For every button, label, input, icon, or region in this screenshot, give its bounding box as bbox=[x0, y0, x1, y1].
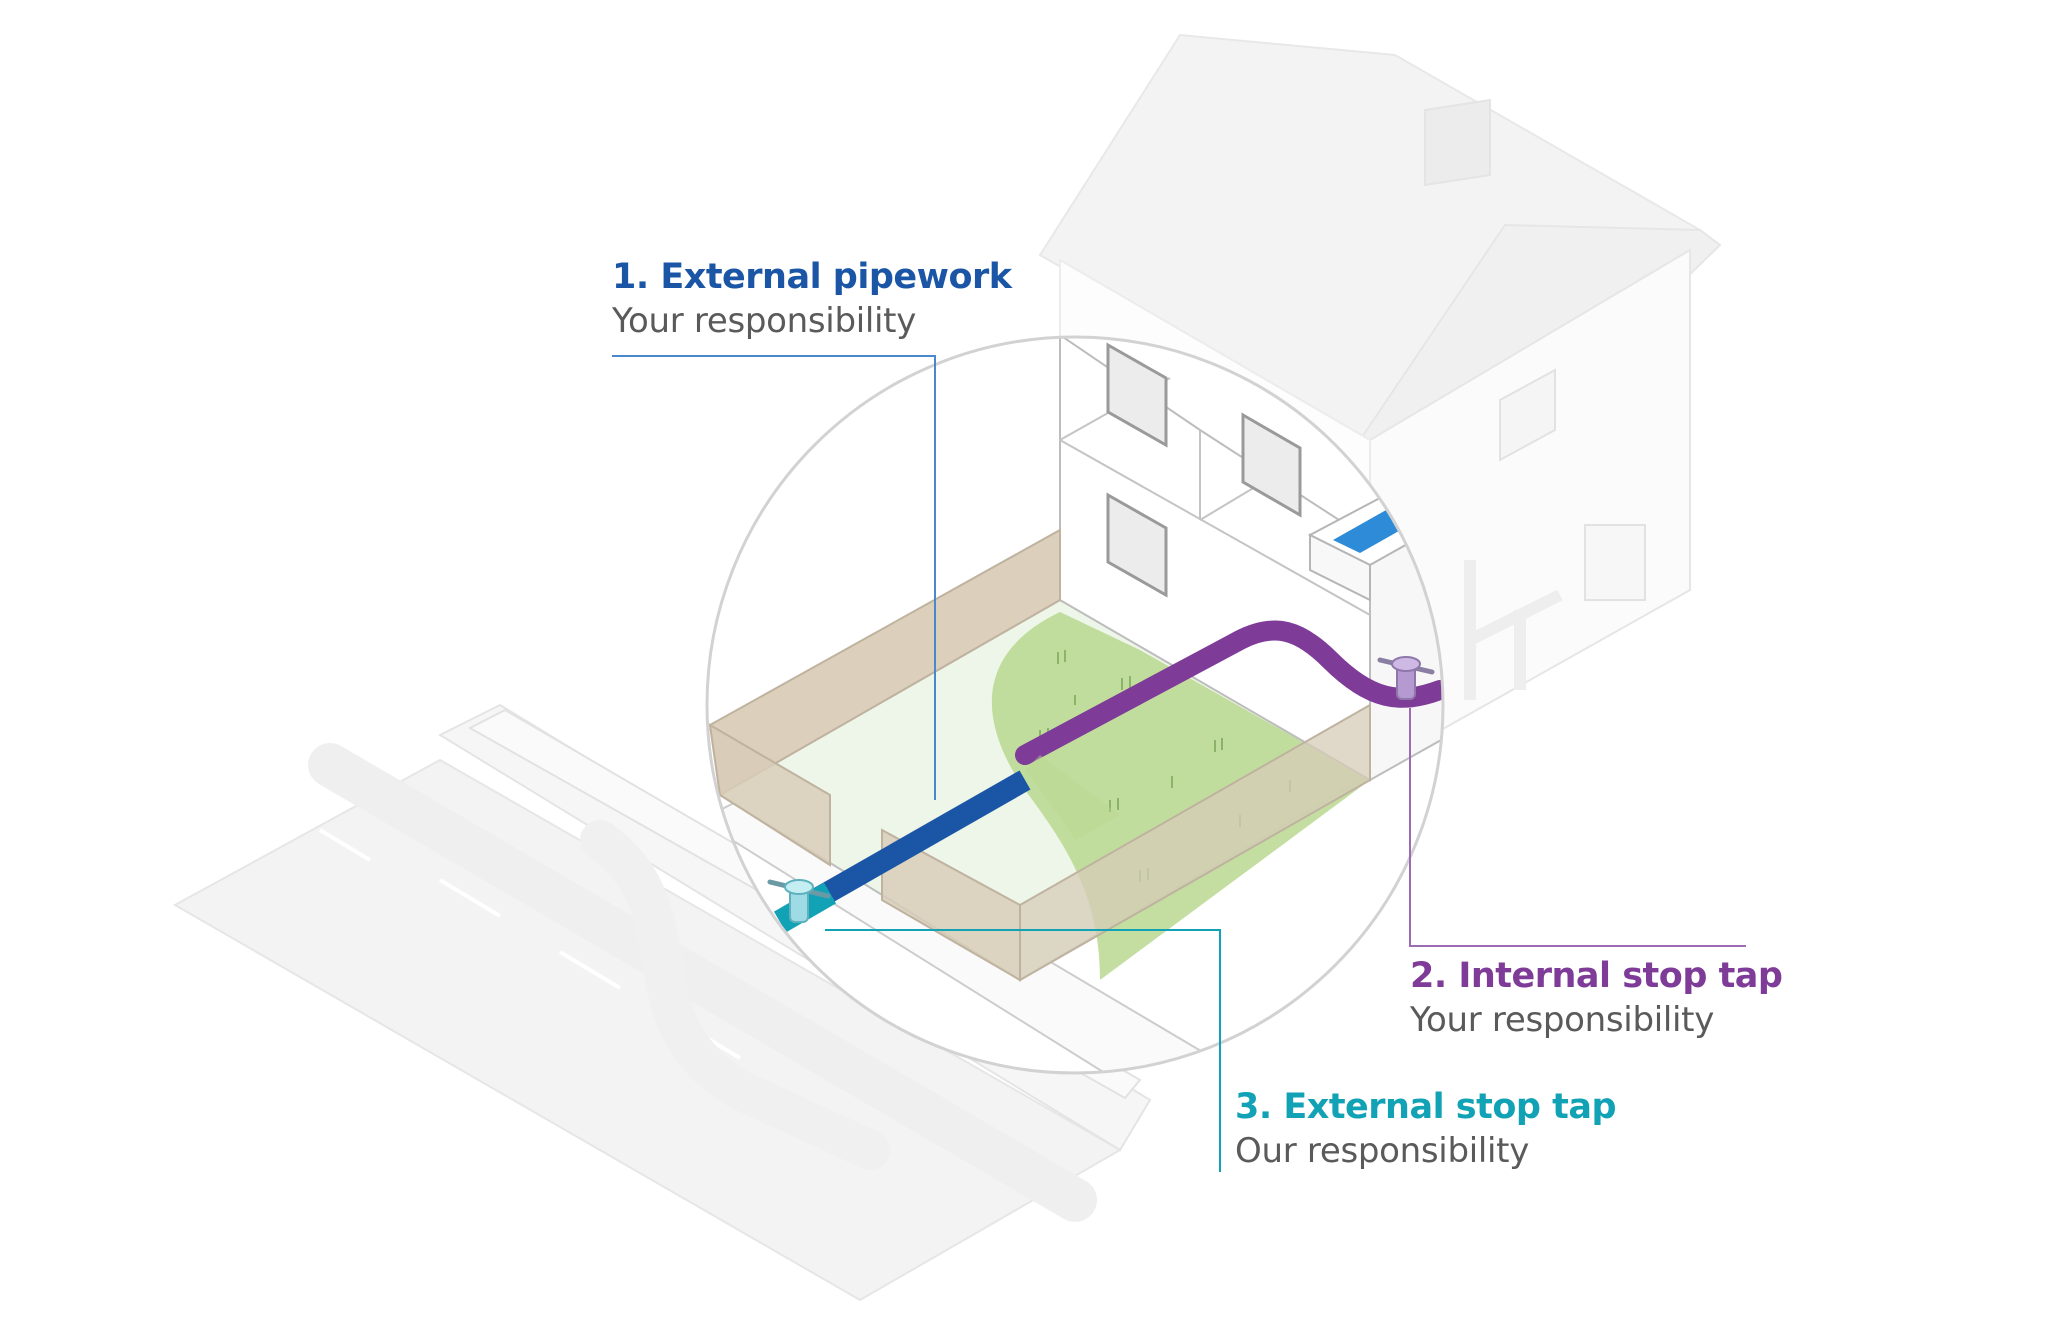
faded-window bbox=[1499, 368, 1556, 462]
window-lower-left bbox=[1106, 492, 1168, 598]
label-internal-stop-tap-subtitle: Your responsibility bbox=[1410, 1000, 1715, 1040]
window-upper-right bbox=[1241, 412, 1302, 518]
label-external-pipework: 1. External pipework Your responsibility bbox=[612, 255, 1012, 343]
lens-detail bbox=[707, 337, 1443, 1073]
internal-stop-tap-icon bbox=[1377, 656, 1435, 700]
label-external-stop-tap-subtitle: Our responsibility bbox=[1235, 1131, 1530, 1171]
faded-service-pipe-shadow bbox=[580, 820, 890, 1170]
house-windows bbox=[1106, 342, 1302, 598]
left-boundary-wall-end bbox=[708, 723, 831, 867]
external-stop-tap-icon bbox=[767, 879, 831, 923]
label-external-pipework-title: 1. External pipework bbox=[612, 257, 1012, 297]
leader-line-external-pipework bbox=[612, 355, 936, 800]
label-external-stop-tap: 3. External stop tap Our responsibility bbox=[1235, 1085, 1617, 1173]
label-external-pipework-subtitle: Your responsibility bbox=[612, 301, 917, 341]
faded-internal-pipes bbox=[1464, 560, 1563, 700]
external-pipework-pipe bbox=[809, 770, 1031, 910]
faded-chimney bbox=[1424, 98, 1491, 187]
front-wall-pier bbox=[881, 828, 1021, 982]
label-external-stop-tap-title: 3. External stop tap bbox=[1235, 1087, 1617, 1127]
faded-main-pipe bbox=[308, 743, 1097, 1222]
faded-washing-machine bbox=[1584, 524, 1646, 601]
label-internal-stop-tap-title: 2. Internal stop tap bbox=[1410, 956, 1783, 996]
magnifier-lens-outline bbox=[705, 335, 1445, 1075]
bath-side bbox=[1309, 533, 1371, 602]
window-upper-left bbox=[1106, 342, 1168, 448]
house-floor-line-1 bbox=[1059, 439, 1371, 616]
leader-line-internal-stop-tap bbox=[1409, 708, 1746, 947]
leader-line-external-stop-tap bbox=[825, 929, 1221, 1172]
lawn-over-pipe bbox=[1025, 755, 1120, 840]
label-internal-stop-tap: 2. Internal stop tap Your responsibility bbox=[1410, 954, 1783, 1042]
